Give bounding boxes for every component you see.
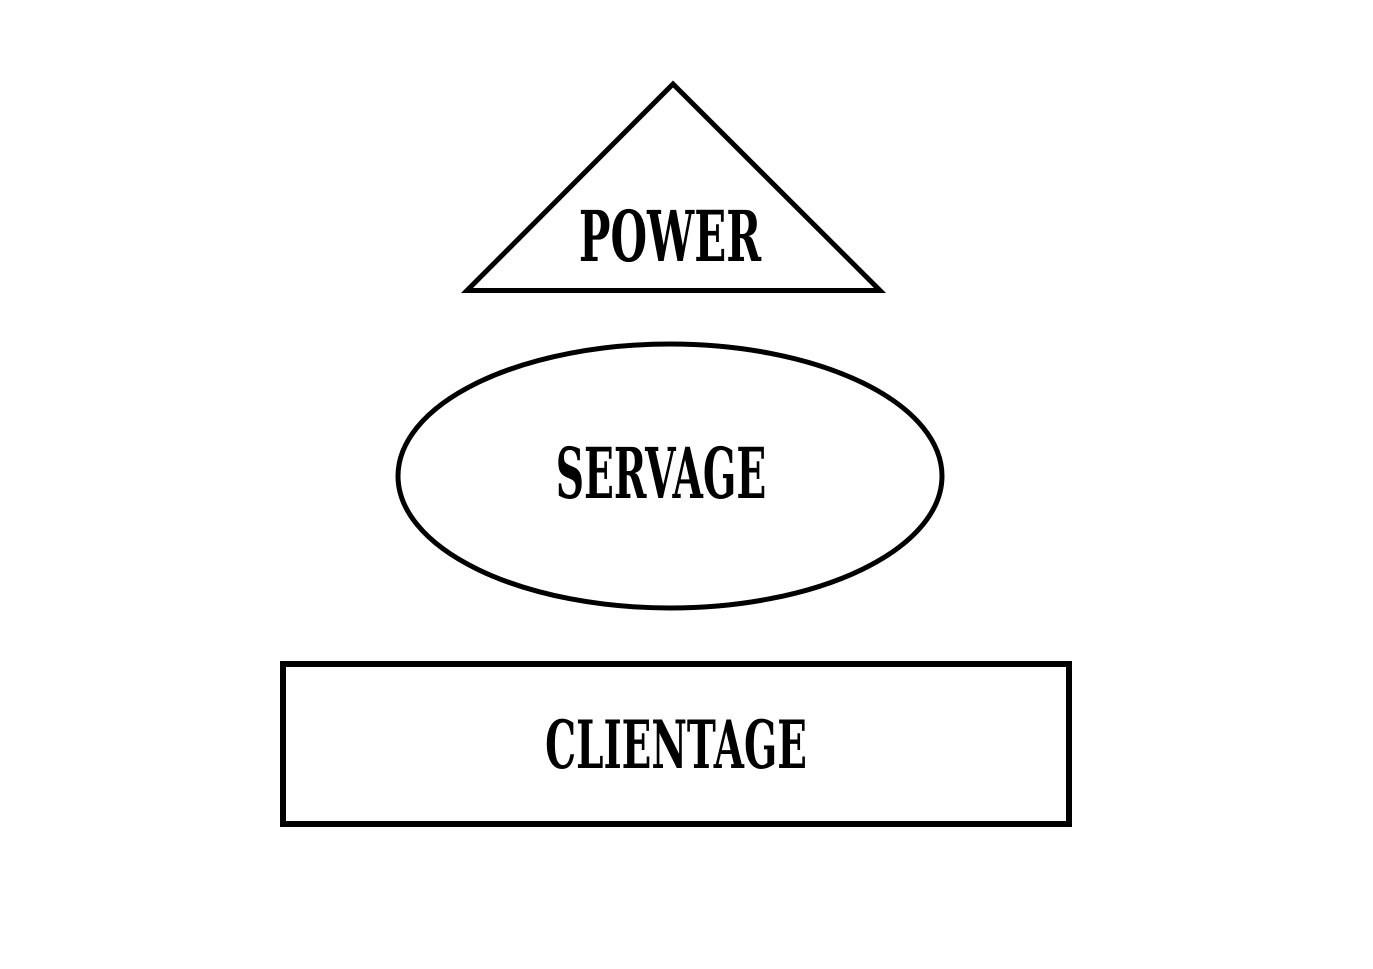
clientage-label: CLIENTAGE xyxy=(545,706,807,784)
clientage-rectangle-shape xyxy=(280,661,1072,827)
power-triangle-shape xyxy=(460,80,887,293)
power-label: POWER xyxy=(578,195,762,278)
servage-label: SERVAGE xyxy=(555,432,767,515)
servage-ellipse-shape xyxy=(395,341,945,611)
